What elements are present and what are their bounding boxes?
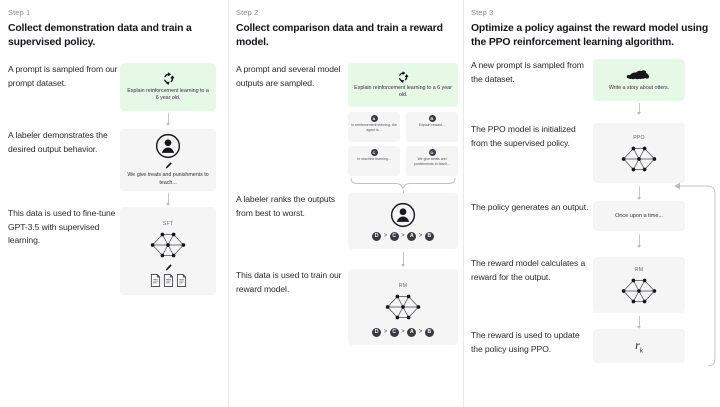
step-2-row-2-text: A labeler ranks the outputs from best to…: [236, 194, 336, 218]
ppo-model-box: PPO: [593, 123, 685, 184]
output-box-c: C In machine learning...: [348, 146, 400, 177]
step-3-row-3-text: The policy generates an output.: [471, 202, 589, 213]
document-icon: [163, 274, 174, 287]
rank-badge-3: A: [407, 231, 417, 241]
rank-badge-2: C: [389, 327, 399, 337]
rank-badge-2: C: [389, 231, 399, 241]
rank-badge-3: A: [407, 327, 417, 337]
step-2-title: Collect comparison data and train a rewa…: [236, 23, 443, 48]
step-1-label: Step 1: [8, 8, 31, 17]
labeler-box-step1: We give treats and punishments to teach.…: [120, 129, 216, 192]
sft-model-box: SFT: [120, 207, 216, 296]
rank-gt: >: [401, 329, 405, 336]
policy-output-box: Once upon a time...: [593, 201, 685, 232]
step-2-row-3-text: This data is used to train our reward mo…: [236, 270, 342, 294]
feedback-loop-arrow: [662, 178, 718, 368]
output-badge-b: B: [428, 115, 436, 123]
arrow-down: [399, 252, 408, 267]
prompt-box-step3-caption: Write a story about otters.: [608, 84, 670, 91]
output-caption-a: In reinforcement learning, the agent is.…: [351, 123, 397, 133]
output-caption-c: In machine learning...: [357, 157, 391, 162]
policy-output-caption: Once upon a time...: [615, 213, 663, 220]
ppo-model-tag: PPO: [633, 134, 645, 141]
step-3-row-1-text: A new prompt is sampled from the dataset…: [471, 60, 584, 84]
step-2-column: Step 2 Collect comparison data and train…: [228, 0, 463, 407]
prompt-box-step2: Explain reinforcement learning to a 6 ye…: [348, 63, 458, 108]
prompt-box-step3: Write a story about otters.: [593, 59, 685, 102]
rank-badge-1: D: [372, 327, 382, 337]
arrow-down: [635, 186, 644, 200]
pencil-icon: [164, 161, 173, 170]
rank-badge-1: D: [372, 231, 382, 241]
arrow-down: [635, 234, 644, 248]
prompt-box-step1-caption: Explain reinforcement learning to a 6 ye…: [127, 87, 209, 102]
step-3-row-5-text: The reward is used to update the policy …: [471, 330, 580, 354]
rank-gt: >: [418, 329, 423, 336]
prompt-box-step1: Explain reinforcement learning to a 6 ye…: [120, 63, 216, 112]
ranking-row-labeler: D > C > A > B: [372, 231, 434, 241]
output-badge-d: D: [428, 149, 436, 157]
column-divider-1: [228, 0, 229, 407]
step-1-title: Collect demonstration data and train a s…: [8, 23, 192, 48]
step-3-row-4-text: The reward model calculates a reward for…: [471, 258, 586, 282]
step-1-row-2-text: A labeler demonstrates the desired outpu…: [8, 130, 108, 154]
step-3-row-2-text: The PPO model is initialized from the su…: [471, 124, 576, 148]
step-1-column: Step 1 Collect demonstration data and tr…: [0, 0, 228, 407]
output-caption-b: Explain reward...: [418, 123, 446, 128]
arrow-down: [635, 103, 644, 115]
rank-badge-4: B: [424, 327, 434, 337]
rank-gt: >: [418, 233, 423, 240]
curly-brace-collector: [348, 177, 458, 191]
prompt-box-step2-caption: Explain reinforcement learning to a 6 ye…: [354, 84, 452, 99]
step-2-row-1-text: A prompt and several model outputs are s…: [236, 64, 341, 88]
neural-network-icon: [147, 228, 189, 262]
output-box-b: B Explain reward...: [406, 112, 458, 143]
rm-model-box-step3: RM: [593, 257, 685, 314]
pencil-icon: [164, 263, 173, 272]
rank-gt: >: [383, 233, 388, 240]
rank-gt: >: [401, 233, 405, 240]
labeler-box-step1-caption: We give treats and punishments to teach.…: [127, 172, 209, 186]
step-3-title: Optimize a policy against the reward mod…: [471, 23, 709, 48]
output-badge-a: A: [370, 115, 378, 123]
person-circle-icon: [390, 202, 416, 228]
step-3-label: Step 3: [471, 8, 494, 17]
arrow-down: [164, 113, 173, 126]
rm-model-tag: RM: [398, 282, 408, 289]
arrow-down: [635, 316, 644, 329]
step-3-column: Step 3 Optimize a policy against the rew…: [463, 0, 720, 407]
arrow-down: [164, 193, 173, 206]
labeler-rank-box: D > C > A > B: [348, 193, 458, 250]
neural-network-icon: [618, 274, 660, 308]
rm-model-tag-step3: RM: [634, 266, 644, 273]
document-icon: [150, 274, 161, 287]
recycle-arrows-icon: [397, 71, 409, 83]
output-badge-c: C: [370, 149, 378, 157]
reward-formula-box: rk: [593, 329, 685, 364]
sft-model-tag: SFT: [162, 220, 174, 227]
otter-icon: [626, 69, 652, 82]
rank-gt: >: [383, 329, 388, 336]
step-2-label: Step 2: [236, 8, 259, 17]
step-1-row-1-text: A prompt is sampled from our prompt data…: [8, 64, 118, 88]
model-outputs-grid: A In reinforcement learning, the agent i…: [348, 112, 458, 177]
column-divider-2: [463, 0, 464, 407]
output-box-a: A In reinforcement learning, the agent i…: [348, 112, 400, 143]
ranking-row-rm: D > C > A > B: [372, 327, 434, 337]
rank-badge-4: B: [424, 231, 434, 241]
person-circle-icon: [155, 133, 181, 159]
output-caption-d: We give treats and punishments to teach.…: [413, 157, 451, 167]
neural-network-icon: [618, 142, 660, 176]
neural-network-icon: [382, 290, 424, 324]
step-1-row-3-text: This data is used to fine-tune GPT-3.5 w…: [8, 208, 116, 246]
document-icon: [176, 274, 187, 287]
rm-model-box-step2: RM: [348, 269, 458, 346]
output-box-d: D We give treats and punishments to teac…: [406, 146, 458, 177]
reward-formula: rk: [635, 338, 643, 355]
recycle-arrows-icon: [162, 72, 175, 85]
document-icon-group: [150, 274, 187, 287]
